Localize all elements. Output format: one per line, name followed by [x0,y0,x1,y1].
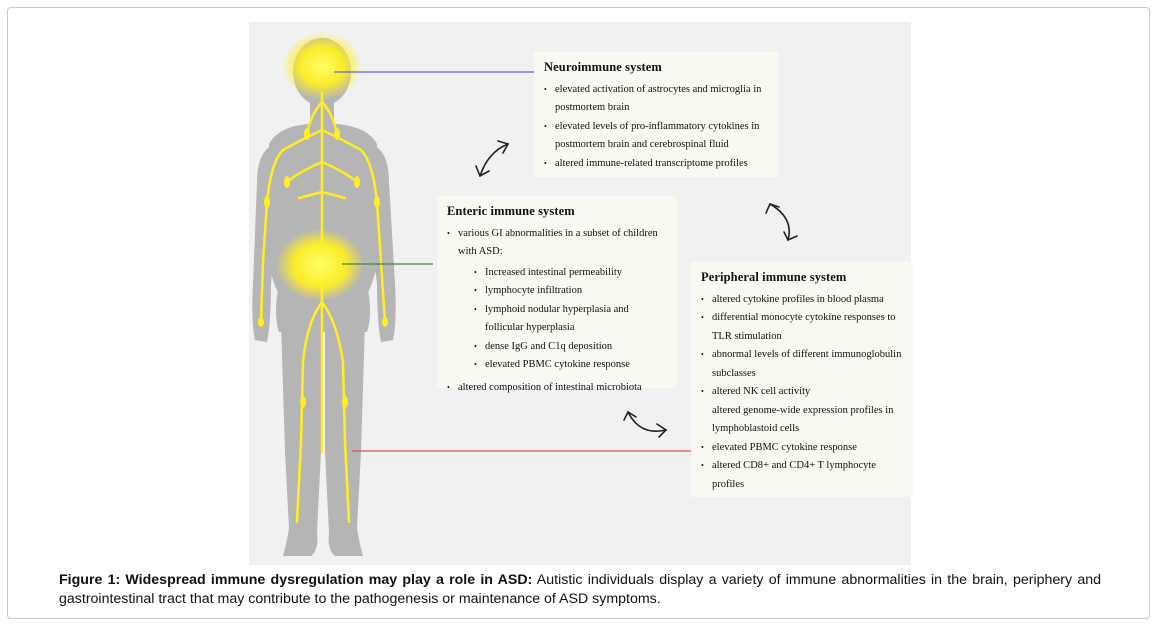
list-item: altered genome-wide expression profiles … [712,404,894,435]
enteric-immune-box: Enteric immune system various GI abnorma… [437,196,677,397]
list-item: lymphocyte infiltration [474,282,669,301]
list-item: altered composition of intestinal microb… [447,379,669,398]
neuroimmune-list: elevated activation of astrocytes and mi… [544,81,770,174]
peripheral-title: Peripheral immune system [701,270,847,284]
enteric-intro: various GI abnormalities in a subset of … [458,227,658,258]
arrow-enteric-peripheral [623,410,668,438]
list-item: elevated activation of astrocytes and mi… [544,81,770,118]
list-item: altered cytokine profiles in blood plasm… [701,291,905,310]
gut-glow [276,229,364,301]
list-item: dense IgG and C1q deposition [474,338,669,357]
caption-text: Autistic individuals display a variety o… [59,572,1101,607]
list-item: altered immune-related transcriptome pro… [544,155,770,174]
list-item: lymphoid nodular hyperplasia and follicu… [474,301,669,338]
peripheral-immune-box: Peripheral immune system altered cytokin… [691,262,913,497]
arrow-neuro-enteric [475,140,510,178]
list-item: differential monocyte cytokine responses… [701,309,905,346]
nerve-nodes [258,128,388,408]
peripheral-list: altered cytokine profiles in blood plasm… [701,291,905,495]
list-item: elevated levels of pro-inflammatory cyto… [544,118,770,155]
enteric-sublist: Increased intestinal permeability lympho… [474,264,669,375]
neuroimmune-title: Neuroimmune system [544,60,662,74]
enteric-title: Enteric immune system [447,204,575,218]
list-item: altered NK cell activity [701,383,905,402]
list-item: elevated PBMC cytokine response [701,439,905,458]
figure-caption: Figure 1: Widespread immune dysregulatio… [59,571,1101,609]
list-item: various GI abnormalities in a subset of … [447,225,669,375]
neuroimmune-box: Neuroimmune system elevated activation o… [534,52,778,177]
list-item: Increased intestinal permeability [474,264,669,283]
human-body-illustration [252,32,396,556]
arrow-neuro-peripheral [765,203,798,242]
enteric-list: various GI abnormalities in a subset of … [447,225,669,398]
brain-glow [282,32,362,100]
list-item: abnormal levels of different immunoglobu… [701,346,905,383]
list-item: elevated PBMC cytokine response [474,356,669,375]
caption-label: Figure 1: Widespread immune dysregulatio… [59,572,533,588]
list-item: altered CD8+ and CD4+ T lymphocyte profi… [701,457,905,494]
